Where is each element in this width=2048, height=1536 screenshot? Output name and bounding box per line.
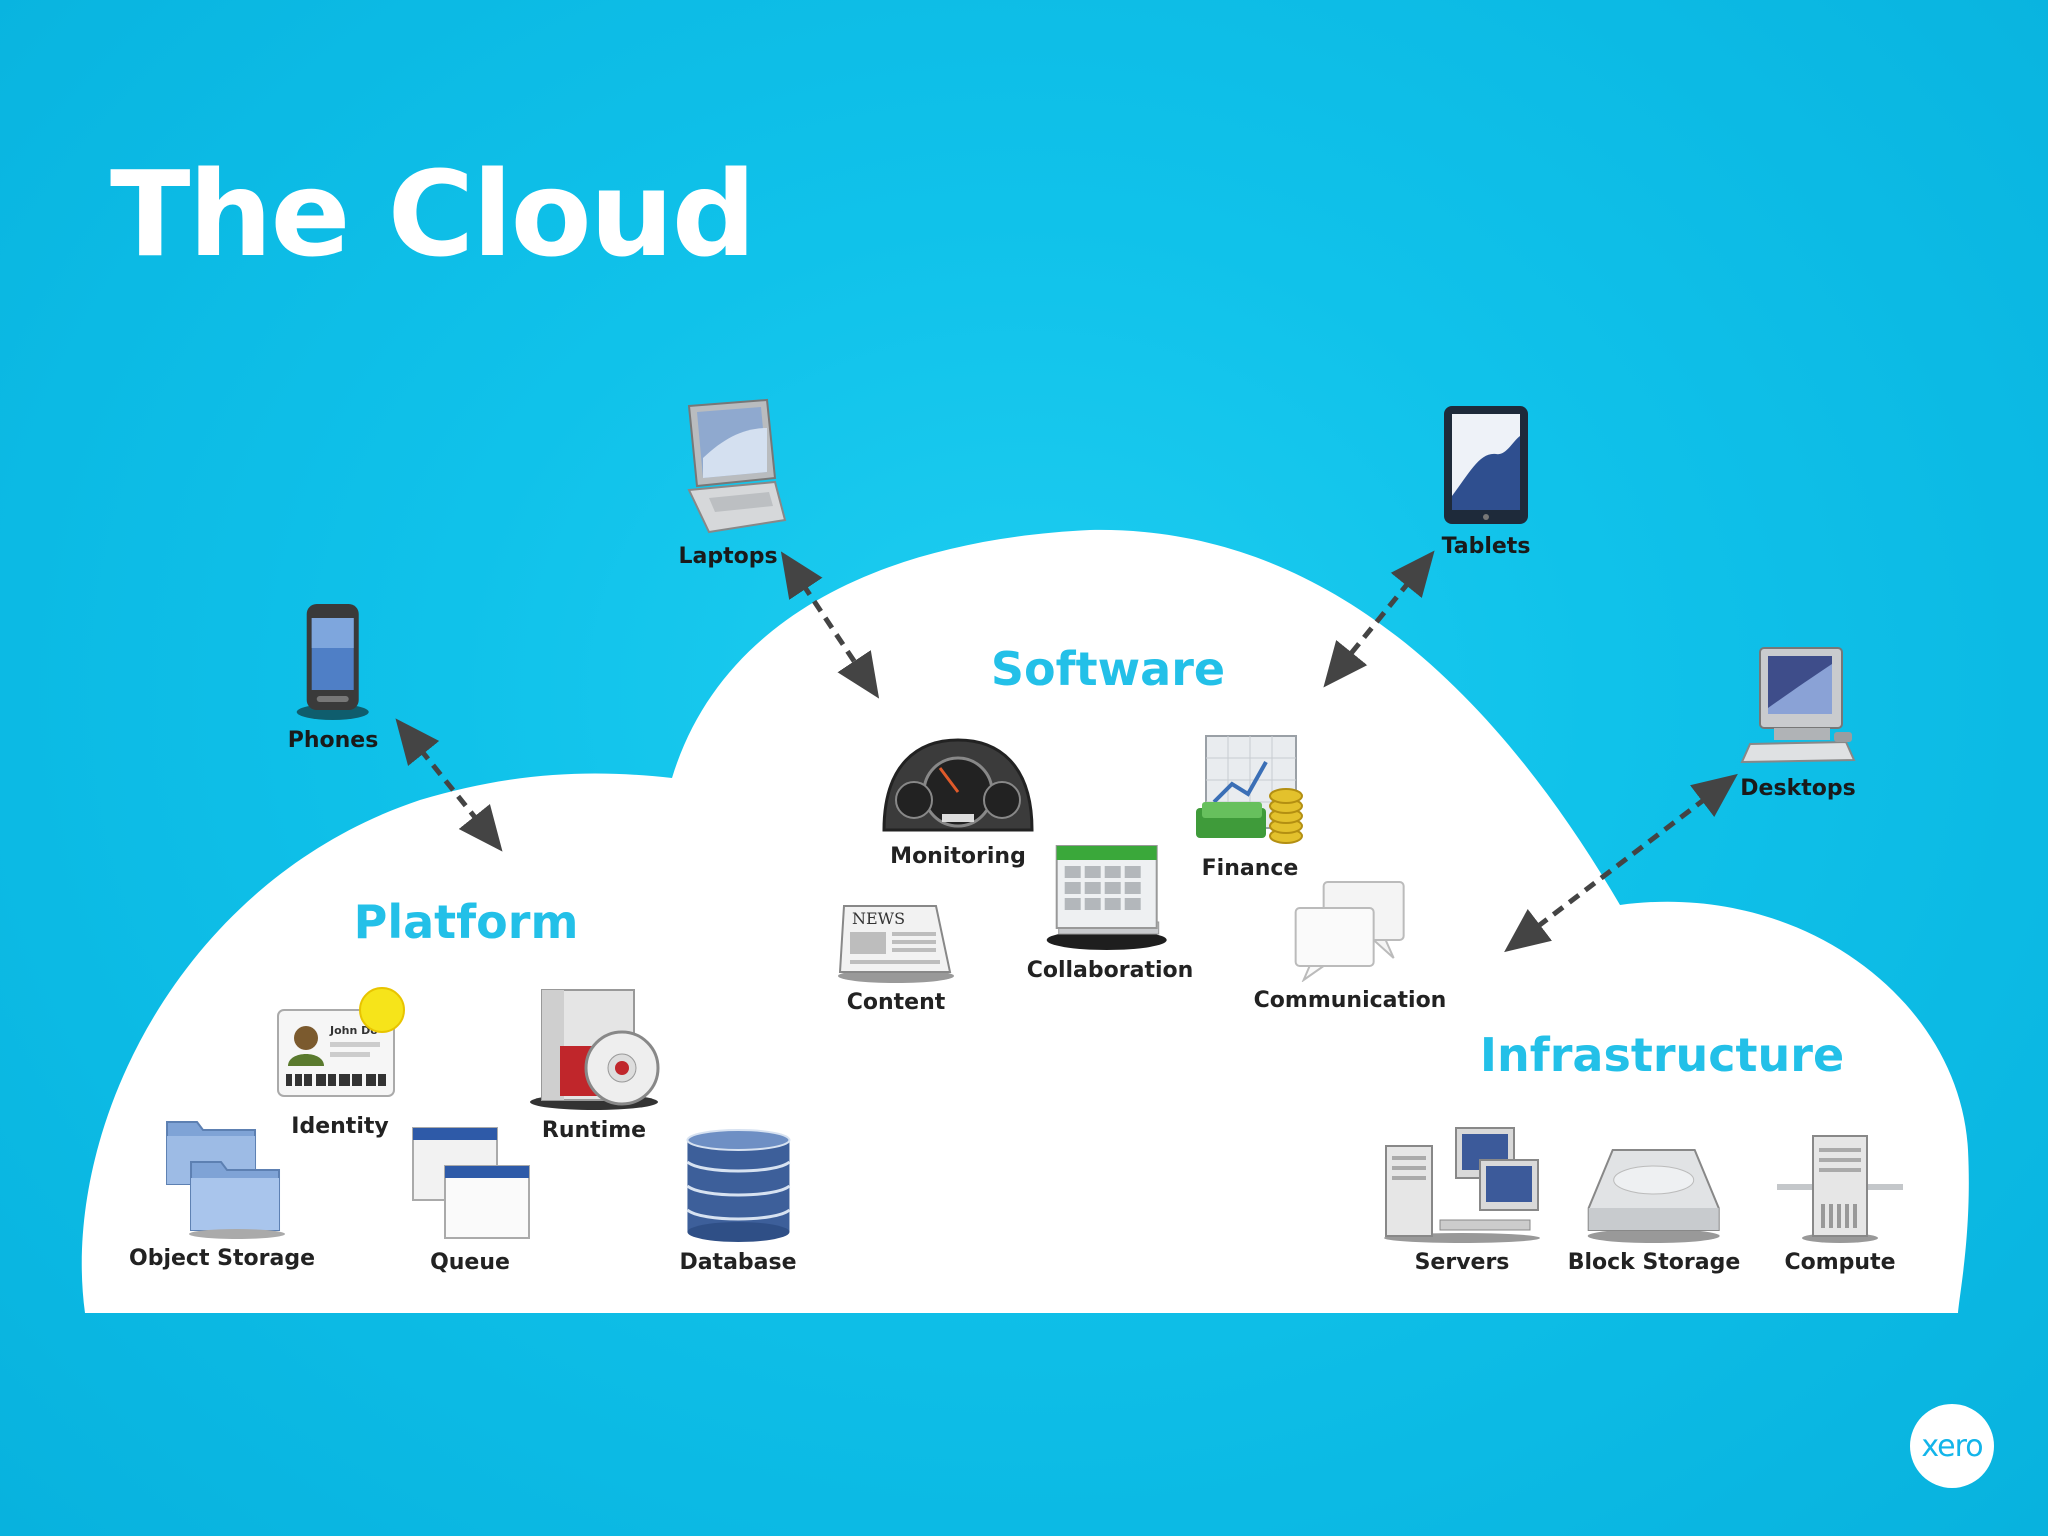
servers-icon [1384,1127,1540,1243]
identity-node: John Do Identity [272,986,408,1139]
arrow-tablets [1323,550,1435,688]
servers-node: Servers [1380,1124,1544,1275]
desktop-icon [1740,647,1856,764]
monitoring-label: Monitoring [890,844,1026,869]
tablet-icon [1444,406,1528,524]
xero-logo: xero [1910,1404,1994,1488]
block-storage-label: Block Storage [1567,1250,1741,1275]
runtime-label: Runtime [541,1118,647,1143]
chat-bubbles-icon [1294,881,1405,982]
tablets-node: Tablets [1440,402,1532,559]
compute-server-icon [1777,1135,1903,1243]
database-node: Database [679,1126,797,1275]
queue-node: Queue [405,1124,535,1275]
id-card-name: John Do [329,1024,378,1037]
id-card-icon: John Do [277,987,405,1097]
tablets-label: Tablets [1441,534,1531,559]
newspaper-text: NEWS [852,909,905,928]
block-storage-node: Block Storage [1567,1144,1741,1275]
finance-icon [1196,735,1303,844]
phones-node: Phones [287,600,379,753]
arrow-phones [395,718,503,852]
hard-drive-icon [1587,1149,1720,1243]
phone-icon [296,604,369,720]
desktops-node: Desktops [1738,644,1858,801]
arrow-desktops [1504,773,1738,953]
content-node: NEWS Content [834,902,958,1015]
servers-label: Servers [1414,1250,1510,1275]
monitoring-node: Monitoring [878,734,1038,869]
laptops-label: Laptops [678,544,778,569]
content-label: Content [846,990,946,1015]
runtime-disc-icon [530,989,660,1110]
object-storage-label: Object Storage [129,1246,315,1271]
laptop-icon [687,398,787,534]
page-title: The Cloud [110,145,756,283]
collaboration-icon [1047,845,1167,950]
communication-node: Communication [1253,878,1447,1013]
connection-arrows [395,550,1738,953]
collaboration-label: Collaboration [1026,958,1194,983]
identity-label: Identity [291,1114,389,1139]
section-heading-platform: Platform [353,895,579,949]
runtime-node: Runtime [526,986,662,1143]
database-icon [686,1129,790,1242]
object-storage-node: Object Storage [129,1112,315,1271]
finance-label: Finance [1201,856,1299,881]
cloud-shape [81,529,1969,1313]
xero-logo-text: xero [1921,1428,1983,1464]
compute-label: Compute [1784,1250,1896,1275]
database-label: Database [679,1250,797,1275]
communication-label: Communication [1253,988,1447,1013]
finance-node: Finance [1190,732,1310,881]
queue-windows-icon [412,1127,530,1239]
collaboration-node: Collaboration [1026,842,1194,983]
desktops-label: Desktops [1740,776,1856,801]
newspaper-icon: NEWS [838,905,954,983]
compute-node: Compute [1775,1132,1905,1275]
phones-label: Phones [287,728,379,753]
monitoring-icon [882,738,1034,832]
queue-label: Queue [430,1250,510,1275]
section-heading-software: Software [990,642,1226,696]
folders-icon [166,1121,285,1239]
section-heading-infrastructure: Infrastructure [1479,1028,1845,1082]
laptops-node: Laptops [669,398,787,569]
arrow-laptops [780,551,880,699]
